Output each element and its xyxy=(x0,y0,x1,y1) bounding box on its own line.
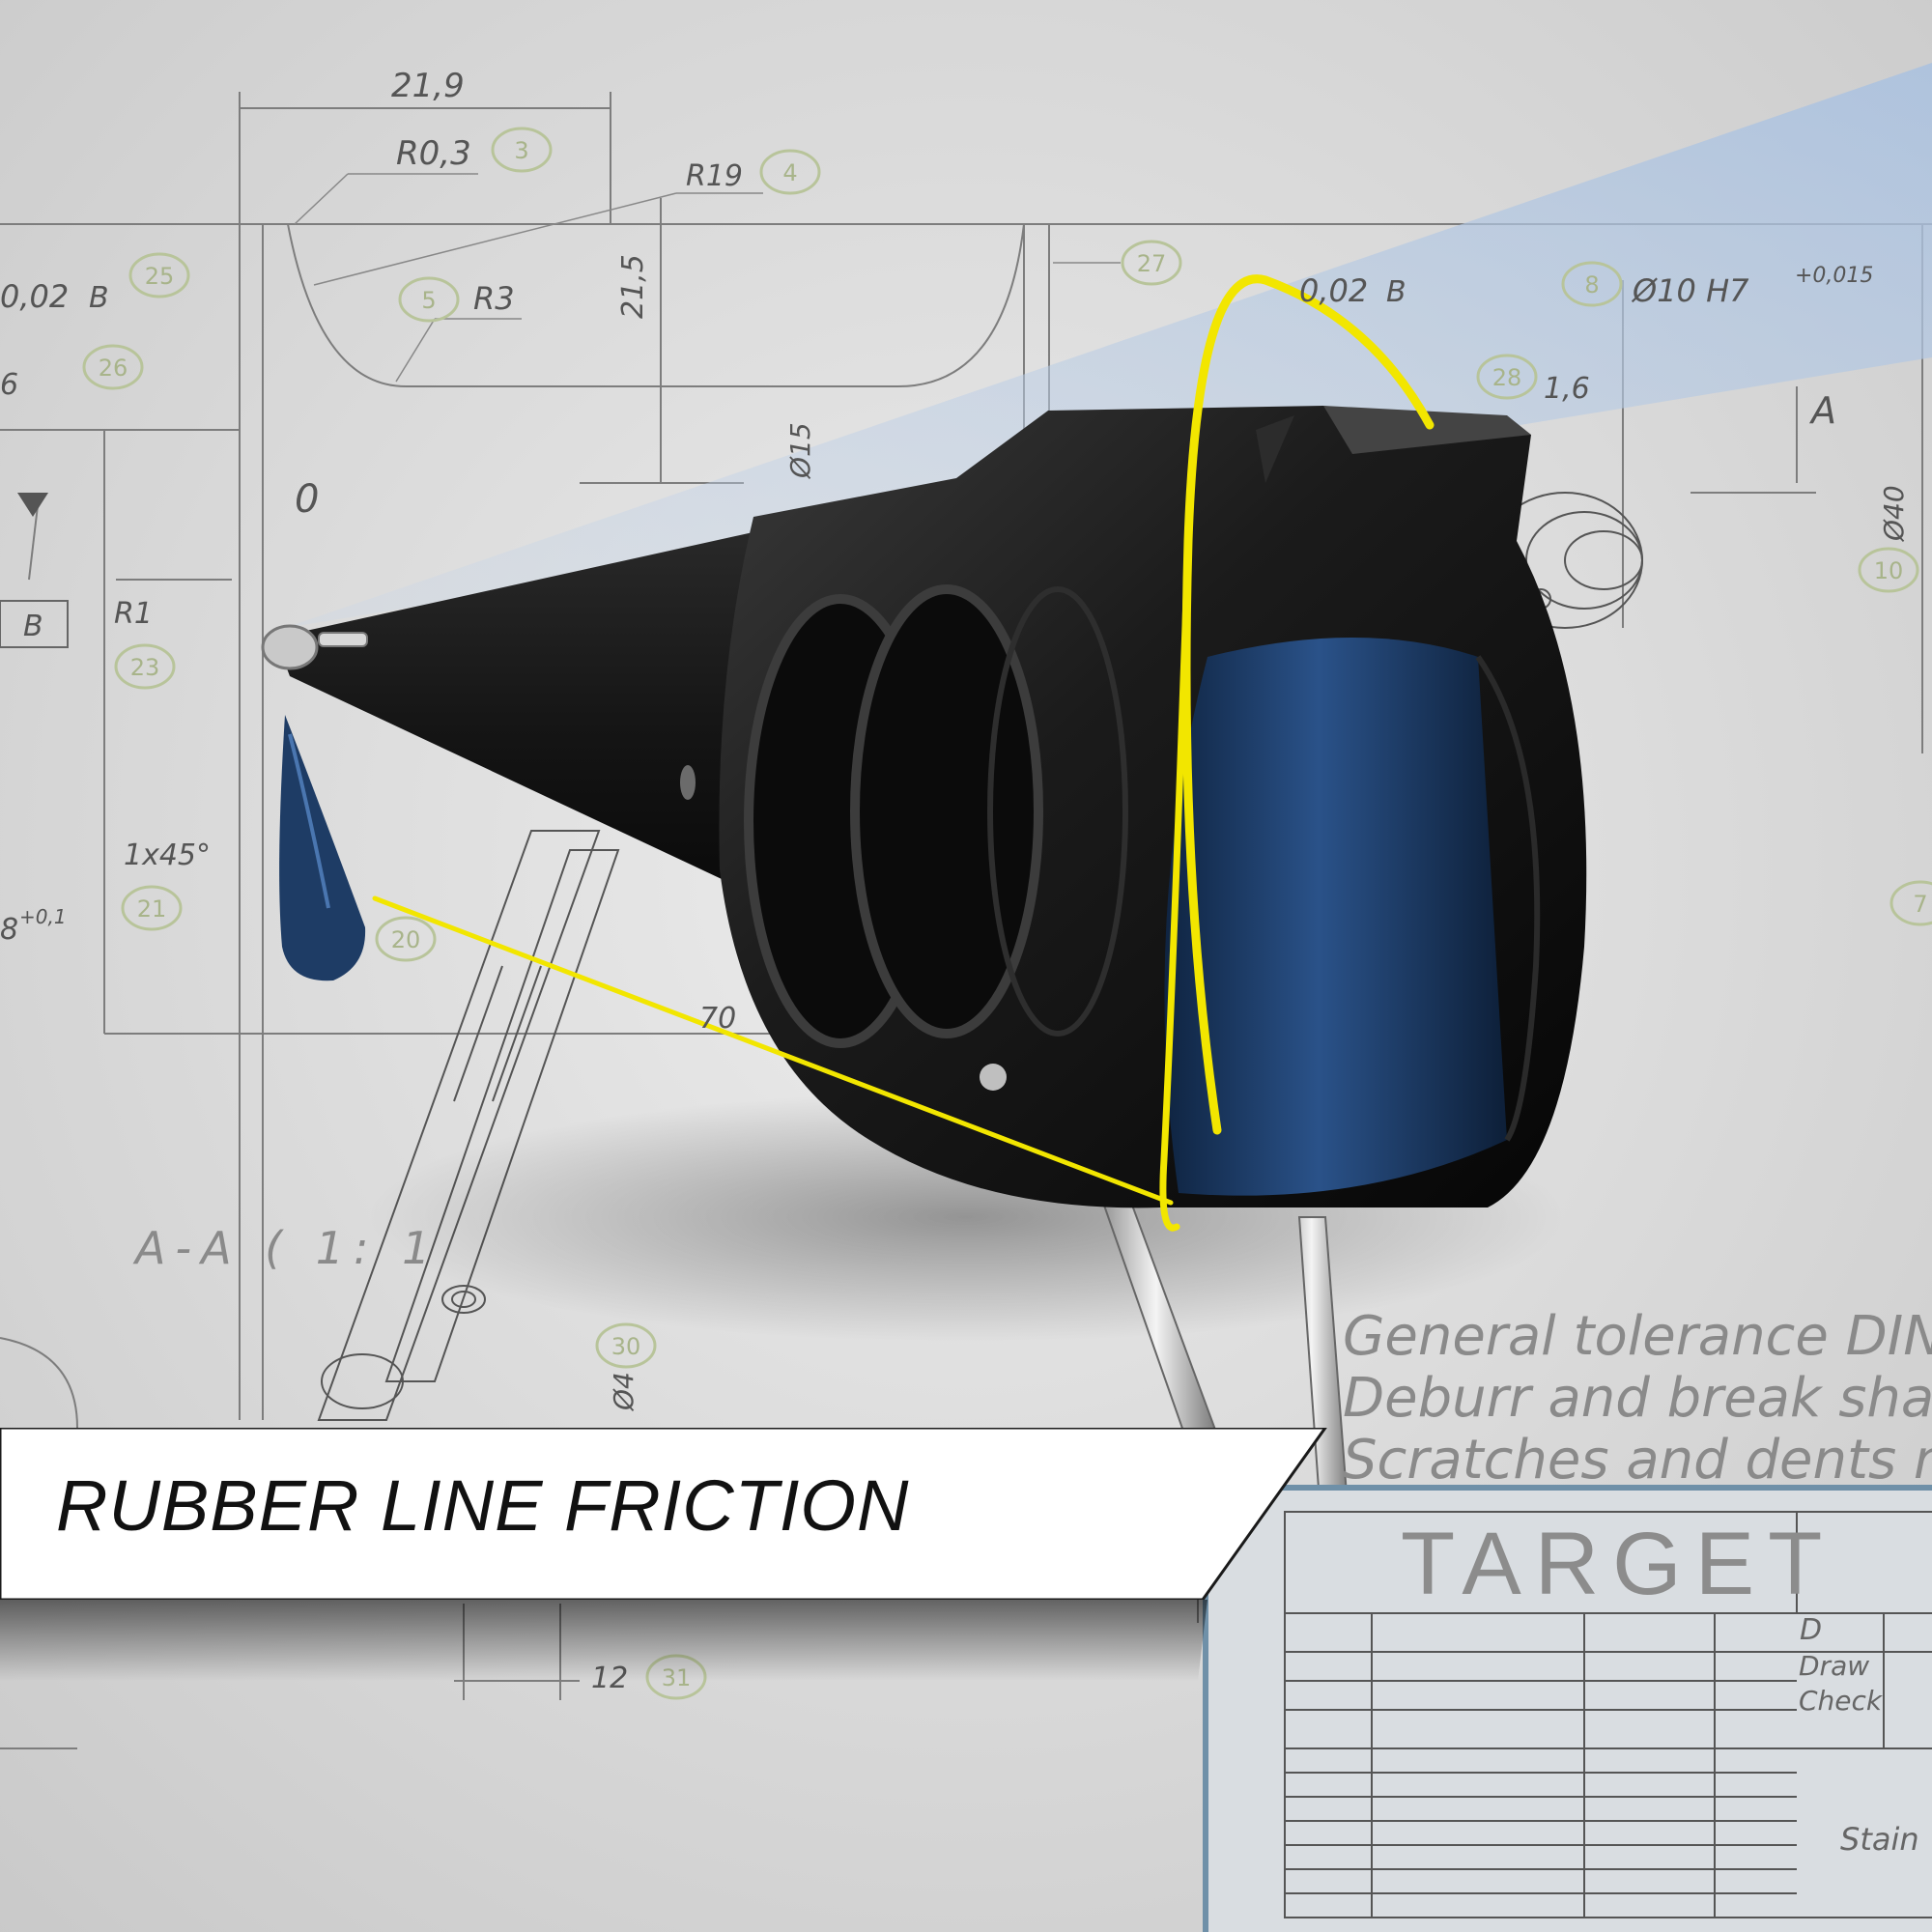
dim-tolerance-right: 0,02 xyxy=(1299,272,1368,309)
datum-box-label: B xyxy=(23,610,43,643)
dim-height: 21,5 xyxy=(616,254,650,319)
muzzle-tip xyxy=(261,624,368,981)
dim-diameter-small: Ø15 xyxy=(784,422,816,479)
balloon: 28 xyxy=(1476,354,1538,400)
balloon: 26 xyxy=(82,344,144,390)
datum-box: B xyxy=(0,493,69,648)
caption-title: RUBBER LINE FRICTION xyxy=(56,1465,910,1546)
balloon: 30 xyxy=(595,1322,657,1369)
dim-dia-bottom: Ø4 xyxy=(608,1372,639,1411)
balloon: 8 xyxy=(1561,261,1623,307)
drawing-notes: General tolerance DIN Deburr and break s… xyxy=(1343,1305,1932,1492)
balloon: 23 xyxy=(114,643,176,690)
dim-diameter-large: Ø40 xyxy=(1878,485,1910,542)
dim-roughness-left: 6 xyxy=(0,368,18,402)
svg-text:5: 5 xyxy=(421,287,436,314)
title-block-check: Check xyxy=(1799,1685,1884,1717)
balloon: 20 xyxy=(375,916,437,962)
line-spool xyxy=(1164,638,1541,1196)
balloon: 10 xyxy=(1858,547,1919,593)
dim-datum-right: B xyxy=(1386,275,1406,309)
dim-partial-seventy: 70 xyxy=(699,1002,736,1036)
dim-bore-tolerance: +0,015 xyxy=(1795,264,1873,288)
dim-radius-inner: R3 xyxy=(473,280,515,317)
section-label: A-A ( 1: 1 xyxy=(132,1222,440,1274)
dim-section-letter: A xyxy=(1808,389,1836,432)
dim-radius-small: R0,3 xyxy=(396,134,471,173)
dim-bore: Ø10 H7 xyxy=(1631,272,1749,309)
title-block-material: Stain xyxy=(1840,1821,1919,1858)
balloon: 21 xyxy=(121,885,183,931)
svg-text:20: 20 xyxy=(391,926,421,953)
svg-text:7: 7 xyxy=(1913,891,1927,918)
svg-text:23: 23 xyxy=(130,654,160,681)
dim-marker-zero: 0 xyxy=(295,477,319,522)
dim-radius-large: R19 xyxy=(686,159,743,193)
balloon: 5 xyxy=(398,276,460,323)
dim-width-top: 21,9 xyxy=(391,67,465,105)
title-block-corner: D xyxy=(1800,1613,1822,1647)
dimension-labels: 21,9 R0,3 R19 R3 21,5 0,02 B 0,02 B Ø10 … xyxy=(0,67,1910,1695)
dim-radius-edge: R1 xyxy=(114,597,153,631)
dim-tolerance-left: 0,02 xyxy=(0,278,69,315)
technical-drawing xyxy=(0,92,1932,1749)
dim-fit: 8 xyxy=(0,913,18,947)
title-block-text: TARGET D Draw Check Stain xyxy=(1401,1515,1919,1858)
balloon-bubbles: 3 4 25 26 5 27 8 28 23 21 20 30 31 10 7 xyxy=(82,127,1932,1700)
caption-banner xyxy=(0,1428,1327,1600)
svg-text:28: 28 xyxy=(1492,364,1522,391)
note-line-3: Scratches and dents no xyxy=(1343,1429,1932,1492)
svg-text:27: 27 xyxy=(1137,250,1167,277)
svg-text:30: 30 xyxy=(611,1333,641,1360)
note-line-1: General tolerance DIN xyxy=(1343,1305,1932,1368)
balloon: 7 xyxy=(1889,880,1932,926)
light-beam xyxy=(285,63,1932,628)
balloon: 27 xyxy=(1121,240,1182,286)
dim-datum-left: B xyxy=(89,281,109,315)
svg-text:25: 25 xyxy=(145,263,175,290)
svg-text:8: 8 xyxy=(1584,271,1599,298)
note-line-2: Deburr and break sharp xyxy=(1343,1367,1932,1430)
svg-text:3: 3 xyxy=(514,137,528,164)
caption-shadow xyxy=(0,1600,1208,1681)
dim-chamfer: 1x45° xyxy=(124,838,211,872)
leader-lines xyxy=(294,173,1121,383)
rubber-line xyxy=(372,274,1435,1232)
svg-text:21: 21 xyxy=(137,895,167,923)
dim-roughness-right: 1,6 xyxy=(1544,372,1590,406)
title-block-draw: Draw xyxy=(1799,1650,1869,1682)
dim-fit-tolerance: +0,1 xyxy=(19,905,67,928)
balloon: 3 xyxy=(491,127,553,173)
svg-text:4: 4 xyxy=(782,159,797,186)
svg-text:26: 26 xyxy=(99,355,128,382)
balloon: 25 xyxy=(128,252,190,298)
title-block xyxy=(1203,1485,1932,1932)
svg-text:10: 10 xyxy=(1874,557,1904,584)
balloon: 4 xyxy=(759,149,821,195)
title-block-title: TARGET xyxy=(1401,1515,1835,1613)
